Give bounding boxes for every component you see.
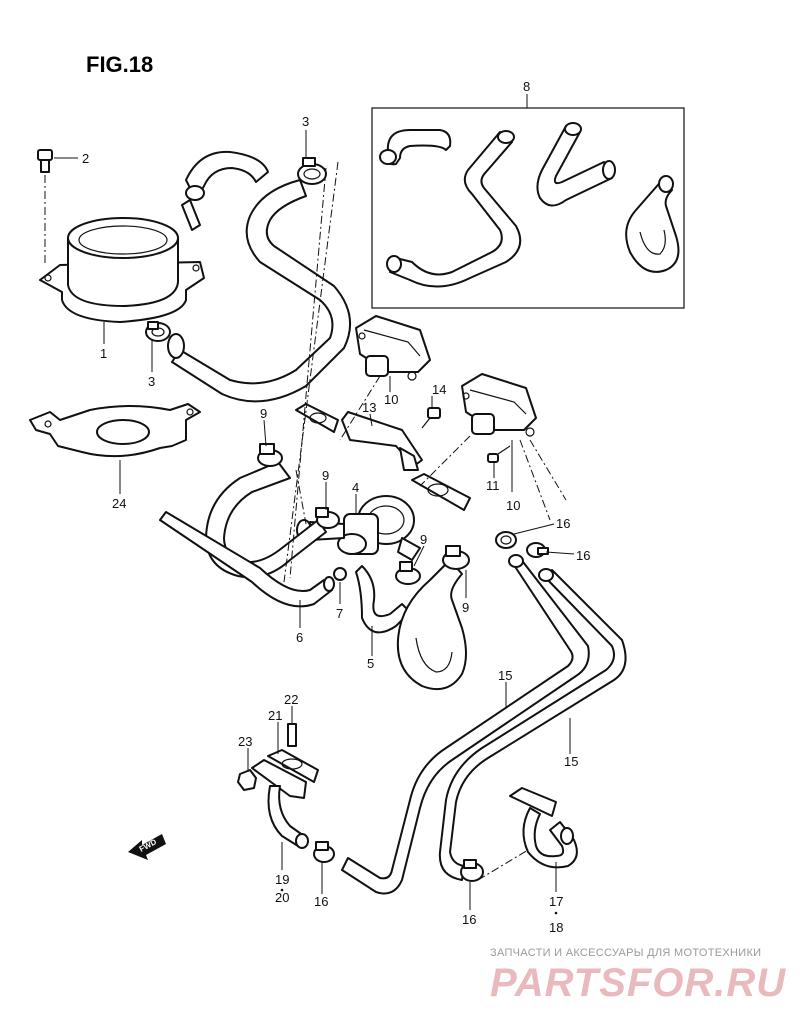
- part-6-hose[interactable]: [159, 511, 335, 608]
- part-12-bracket[interactable]: [341, 411, 423, 471]
- callout-9-a: 9: [260, 406, 267, 421]
- figure-title: FIG.18: [86, 52, 153, 77]
- callout-8: 8: [523, 79, 530, 94]
- right-valve-hose[interactable]: [396, 559, 467, 690]
- part-9-clamp-c[interactable]: [395, 561, 421, 585]
- watermark-tagline: ЗАПЧАСТИ И АКСЕССУАРЫ ДЛЯ МОТОТЕХНИКИ: [490, 947, 761, 959]
- part-10-reed-valve-left[interactable]: [355, 315, 431, 381]
- part-3-clamp-upper[interactable]: [297, 157, 327, 185]
- gasket-right[interactable]: [411, 473, 471, 511]
- part-17-pipe[interactable]: [509, 787, 578, 869]
- callout-9-b: 9: [322, 468, 329, 483]
- callout-10-left: 10: [384, 392, 398, 407]
- part-3-clamp-lower[interactable]: [145, 321, 171, 342]
- callout-16-c: 16: [314, 894, 328, 909]
- part-22-stud[interactable]: [287, 723, 297, 747]
- callout-20: 20: [275, 890, 289, 905]
- part-14-pipe[interactable]: [341, 557, 590, 895]
- callout-15: 15: [564, 754, 578, 769]
- part-23-nut[interactable]: [237, 769, 257, 791]
- part-19-pipe[interactable]: [251, 759, 309, 849]
- part-16-clamp-d[interactable]: [460, 859, 484, 882]
- callout-4: 4: [352, 480, 359, 495]
- part-7-fitting[interactable]: [333, 567, 347, 581]
- callout-12: 13: [362, 400, 376, 415]
- part-5-hose[interactable]: [355, 565, 411, 634]
- relation-lines: [283, 161, 567, 881]
- gasket-left[interactable]: [295, 403, 339, 433]
- callout-5: 5: [367, 656, 374, 671]
- part-9-clamp-d[interactable]: [442, 545, 470, 570]
- watermark: ЗАПЧАСТИ И АКСЕССУАРЫ ДЛЯ МОТОТЕХНИКИ PA…: [490, 947, 786, 1005]
- upper-canister-hose[interactable]: [167, 150, 351, 403]
- fwd-arrow-icon: FWD: [128, 834, 166, 860]
- callouts: 2 3 1 3 24 8 10 14 13 9 11 10 4 9 9 9 7 …: [82, 79, 590, 935]
- callout-18: 18: [549, 920, 563, 935]
- callout-16-d: 16: [462, 912, 476, 927]
- part-16-clamp-c[interactable]: [313, 841, 335, 863]
- part-16-clamp-b[interactable]: [526, 542, 549, 558]
- leader-lines: [54, 94, 575, 910]
- part-11-screw[interactable]: [487, 445, 511, 463]
- callout-17: 17: [549, 894, 563, 909]
- callout-3-lower: 3: [148, 374, 155, 389]
- callout-19: 19: [275, 872, 289, 887]
- callout-16-b: 16: [576, 548, 590, 563]
- callout-7: 7: [336, 606, 343, 621]
- callout-21: 21: [268, 708, 282, 723]
- part-16-clamp-a[interactable]: [495, 531, 517, 549]
- part-4-valve[interactable]: [296, 495, 421, 561]
- part-9-clamp-b[interactable]: [315, 507, 340, 529]
- callout-13: 14: [432, 382, 446, 397]
- part-9-clamp-a[interactable]: [257, 443, 283, 467]
- callout-9-d: 9: [462, 600, 469, 615]
- callout-14: 15: [498, 668, 512, 683]
- callout-24: 24: [112, 496, 126, 511]
- callout-9-c: 9: [420, 532, 427, 547]
- part-1-canister[interactable]: [39, 217, 205, 323]
- callout-2: 2: [82, 151, 89, 166]
- callout-1: 1: [100, 346, 107, 361]
- part-13-bolt[interactable]: [421, 407, 441, 429]
- callout-23: 23: [238, 734, 252, 749]
- part-2-bolt[interactable]: [37, 149, 53, 265]
- watermark-brand: PARTSFOR.RU: [490, 961, 786, 1005]
- callout-11: 11: [486, 478, 500, 493]
- callout-6: 6: [296, 630, 303, 645]
- callout-16-a: 16: [556, 516, 570, 531]
- callout-10-right: 10: [506, 498, 520, 513]
- callout-3-upper: 3: [302, 114, 309, 129]
- part-8-hose-set-box[interactable]: [371, 107, 685, 309]
- part-21-gasket[interactable]: [267, 749, 319, 783]
- part-24-bracket[interactable]: [29, 403, 201, 458]
- callout-22: 22: [284, 692, 298, 707]
- part-10-reed-valve-right[interactable]: [461, 373, 537, 437]
